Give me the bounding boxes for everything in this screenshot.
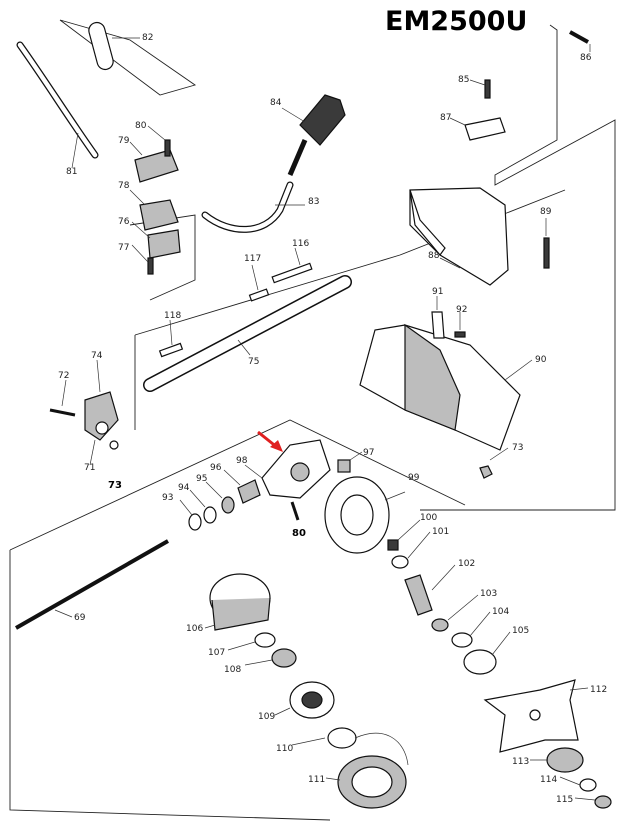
part-113-115-hub	[530, 747, 612, 809]
part-87-bracket	[449, 79, 506, 141]
part-80-bolt	[290, 501, 300, 521]
model-title: EM2500U	[385, 6, 527, 37]
label-86: 86	[580, 53, 592, 63]
label-82: 82	[142, 33, 153, 43]
part-86-bolt	[569, 30, 591, 52]
part-69-drive-shaft	[15, 539, 169, 630]
label-97: 97	[363, 448, 374, 458]
part-90-guard	[359, 296, 533, 451]
label-79: 79	[118, 136, 130, 146]
label-112: 112	[590, 685, 607, 695]
label-104: 104	[492, 607, 509, 617]
part-83-handle-pipe	[201, 181, 305, 233]
part-74-bracket	[49, 359, 119, 466]
part-89-bolt	[543, 218, 550, 269]
label-107: 107	[208, 648, 225, 658]
label-75: 75	[248, 357, 259, 367]
label-108: 108	[224, 665, 241, 675]
part-88-engine-cover	[409, 187, 509, 286]
part-109-spool	[274, 681, 335, 719]
part-81-bent-pipe	[16, 41, 99, 169]
part-110-line	[291, 727, 409, 766]
label-84: 84	[270, 98, 282, 108]
frame-lines	[9, 19, 616, 821]
label-94: 94	[178, 483, 190, 493]
label-111: 111	[308, 775, 325, 785]
part-107-108-spring	[227, 632, 297, 668]
label-69: 69	[74, 613, 86, 623]
label-77: 77	[118, 243, 129, 253]
label-81: 81	[66, 167, 77, 177]
label-83: 83	[308, 197, 319, 207]
label-80-lower: 80	[292, 528, 306, 539]
label-100: 100	[420, 513, 437, 523]
label-106: 106	[186, 624, 203, 634]
part-84-throttle-grip	[281, 94, 346, 176]
part-76-clamp-bottom	[131, 221, 181, 275]
label-98: 98	[236, 456, 248, 466]
part-number-labels: 82 81 80 79 78 76 77 84 83 116 117 118 7…	[58, 33, 607, 805]
label-93: 93	[162, 493, 173, 503]
label-114: 114	[540, 775, 557, 785]
part-75-shaft-pipe	[143, 275, 352, 392]
part-93-96-washers	[179, 469, 261, 531]
label-73-left: 73	[108, 480, 122, 491]
part-97-cap	[337, 451, 363, 473]
part-82-grip	[88, 21, 140, 71]
label-89: 89	[540, 207, 552, 217]
red-arrow-callout	[257, 430, 283, 452]
part-78-clamp-top	[129, 189, 179, 231]
label-113: 113	[512, 757, 529, 767]
label-80: 80	[135, 121, 147, 131]
label-87: 87	[440, 113, 451, 123]
label-73-right: 73	[512, 443, 523, 453]
label-88: 88	[428, 251, 440, 261]
part-73-nut	[479, 447, 509, 479]
label-85: 85	[458, 75, 469, 85]
label-71: 71	[84, 463, 95, 473]
part-100-105-spindle-stack	[387, 519, 511, 675]
label-74: 74	[91, 351, 103, 361]
label-78: 78	[118, 181, 130, 191]
label-115: 115	[556, 795, 573, 805]
part-79-clamp	[129, 125, 179, 183]
label-105: 105	[512, 626, 529, 636]
part-112-blade	[483, 679, 589, 753]
label-118: 118	[164, 311, 181, 321]
label-116: 116	[292, 239, 309, 249]
label-117: 117	[244, 254, 261, 264]
part-111-cover	[325, 755, 407, 809]
part-99-guard-disc	[324, 476, 406, 554]
label-103: 103	[480, 589, 497, 599]
label-72: 72	[58, 371, 69, 381]
label-109: 109	[258, 712, 275, 722]
label-110: 110	[276, 744, 293, 754]
label-95: 95	[196, 474, 207, 484]
part-98-gear-housing	[244, 439, 331, 499]
label-96: 96	[210, 463, 222, 473]
part-106-trimmer-head	[204, 573, 271, 631]
label-102: 102	[458, 559, 475, 569]
label-90: 90	[535, 355, 547, 365]
label-76: 76	[118, 217, 130, 227]
label-91: 91	[432, 287, 443, 297]
part-116-117-118-labels	[158, 247, 313, 358]
label-99: 99	[408, 473, 420, 483]
label-92: 92	[456, 305, 467, 315]
label-101: 101	[432, 527, 449, 537]
